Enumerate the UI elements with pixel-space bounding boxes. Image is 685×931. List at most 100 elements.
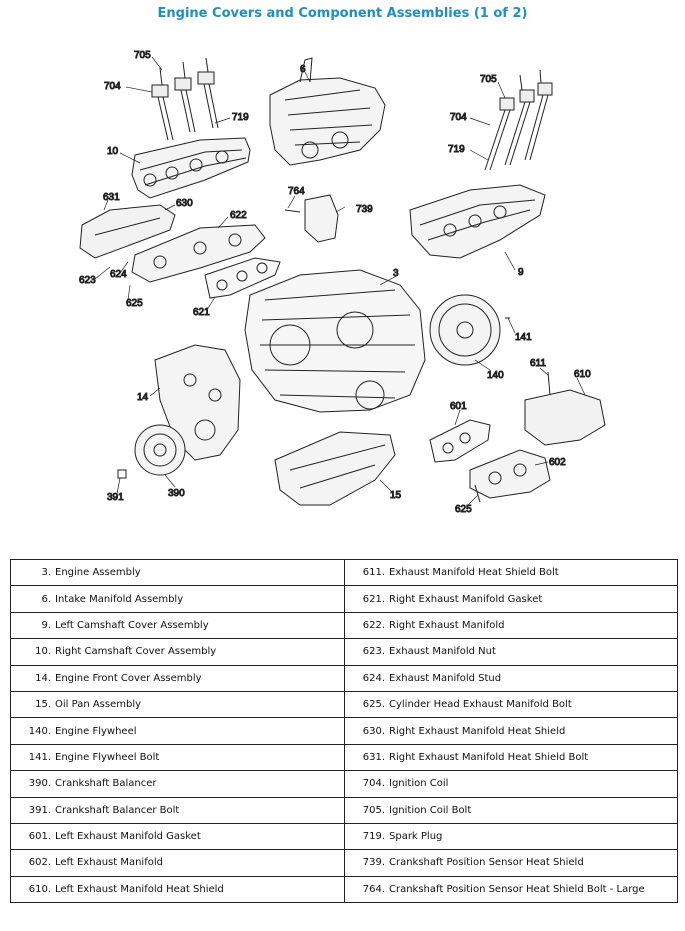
legend-cell: 9. Left Camshaft Cover Assembly <box>10 611 345 640</box>
callout: 622 <box>230 210 247 221</box>
exploded-engine-diagram: 705 704 719 10 6 705 704 719 9 631 630 6… <box>79 50 606 516</box>
legend-cell: 739.Crankshaft Position Sensor Heat Shie… <box>344 849 678 877</box>
callout: 141 <box>515 332 532 343</box>
part-number: 15. <box>35 699 51 711</box>
callout: 704 <box>104 81 121 92</box>
callout: 621 <box>193 307 210 318</box>
engine-flywheel-drawing <box>429 294 510 366</box>
legend-cell: 6. Intake Manifold Assembly <box>10 585 345 613</box>
part-number: 6. <box>41 593 51 605</box>
callout: 625 <box>126 298 143 309</box>
callout: 6 <box>300 64 306 75</box>
parts-legend-table: 3.Engine Assembly 611. Exhaust Manifold He… <box>10 558 678 904</box>
part-name: Crankshaft Balancer <box>55 778 157 790</box>
part-name: Engine Assembly <box>55 567 141 579</box>
part-number: 624. <box>362 672 385 684</box>
legend-cell: 630.Right Exhaust Manifold Heat Shield <box>344 717 678 745</box>
callout: 764 <box>288 186 305 197</box>
part-name: Right Exhaust Manifold <box>389 619 505 631</box>
legend-row: 9. Left Camshaft Cover Assembly 622. Right … <box>10 611 678 640</box>
callout: 15 <box>390 490 402 501</box>
legend-cell: 601. Left Exhaust Manifold Gasket <box>10 822 345 851</box>
part-number: 602. <box>28 857 51 869</box>
callout: 739 <box>356 204 373 215</box>
part-name: Exhaust Manifold Nut <box>389 646 496 658</box>
right-ignition-coils-drawing <box>151 57 219 141</box>
legend-cell: 390. Crankshaft Balancer <box>10 770 345 798</box>
part-number: 622. <box>362 619 385 631</box>
part-number: 141. <box>28 751 51 763</box>
callout: 14 <box>137 392 149 403</box>
right-exhaust-gasket-drawing <box>204 257 281 299</box>
legend-row: 610. Left Exhaust Manifold Heat Shield 764… <box>10 875 678 904</box>
left-ignition-coils-drawing <box>484 69 553 171</box>
part-name: Exhaust Manifold Stud <box>389 672 502 684</box>
part-name: Crankshaft Balancer Bolt <box>55 804 180 816</box>
part-number: 9. <box>41 619 51 631</box>
part-number: 390. <box>28 778 51 790</box>
callout: 9 <box>518 267 524 278</box>
part-number: 630. <box>362 725 385 737</box>
callout: 140 <box>487 370 504 381</box>
legend-cell: 391.Crankshaft Balancer Bolt <box>10 796 345 824</box>
legend-row: 391.Crankshaft Balancer Bolt 705. Ignition… <box>10 796 678 824</box>
part-name: Left Exhaust Manifold Heat Shield <box>55 883 224 895</box>
callout: 631 <box>103 192 120 203</box>
legend-cell: 719. Spark Plug <box>344 822 678 851</box>
callout: 705 <box>134 50 151 61</box>
part-number: 140. <box>28 725 51 737</box>
part-name: Crankshaft Position Sensor Heat Shield B… <box>389 883 645 895</box>
legend-cell: 3.Engine Assembly <box>10 558 345 587</box>
part-name: Right Camshaft Cover Assembly <box>55 646 217 658</box>
part-name: Left Exhaust Manifold Gasket <box>55 831 201 843</box>
crankshaft-balancer-drawing <box>117 424 186 479</box>
legend-cell: 625.Cylinder Head Exhaust Manifold Bolt <box>344 690 678 719</box>
part-name: Ignition Coil Bolt <box>389 804 472 816</box>
part-number: 704. <box>362 778 385 790</box>
crankshaft-sensor-heat-shield-drawing <box>284 194 339 243</box>
part-number: 611. <box>362 567 385 579</box>
callout: 624 <box>110 269 127 280</box>
right-exhaust-manifold-drawing <box>131 224 266 283</box>
legend-row: 141. Engine Flywheel Bolt 631.Right Exhaus… <box>10 743 678 772</box>
right-camshaft-cover-drawing <box>131 137 251 199</box>
part-name: Left Exhaust Manifold <box>55 857 163 869</box>
part-number: 764. <box>362 883 385 895</box>
part-number: 601. <box>28 831 51 843</box>
part-name: Ignition Coil <box>389 778 449 790</box>
part-number: 621. <box>362 593 385 605</box>
part-name: Engine Flywheel Bolt <box>55 751 160 763</box>
part-number: 719. <box>362 831 385 843</box>
oil-pan-drawing <box>274 431 396 506</box>
part-name: Exhaust Manifold Heat Shield Bolt <box>389 567 559 579</box>
callout: 623 <box>79 275 96 286</box>
callout: 10 <box>107 146 119 157</box>
part-number: 10. <box>35 646 51 658</box>
legend-cell: 764. Crankshaft Position Sensor Heat Shie… <box>344 875 678 904</box>
left-exhaust-heat-shield-drawing <box>524 371 606 446</box>
callout: 719 <box>448 144 465 155</box>
page-title: Engine Covers and Component Assemblies (… <box>157 6 528 21</box>
part-number: 610. <box>28 883 51 895</box>
part-number: 705. <box>362 804 385 816</box>
callout: 705 <box>480 74 497 85</box>
legend-cell: 140.Engine Flywheel <box>10 717 345 745</box>
left-camshaft-cover-drawing <box>409 184 546 259</box>
part-name: Intake Manifold Assembly <box>55 593 184 605</box>
legend-cell: 631.Right Exhaust Manifold Heat Shield B… <box>344 743 678 772</box>
callout: 704 <box>450 112 467 123</box>
part-number: 14. <box>35 672 51 684</box>
leader-lines <box>94 56 586 506</box>
part-name: Left Camshaft Cover Assembly <box>55 619 209 631</box>
part-number: 739. <box>362 857 385 869</box>
part-name: Spark Plug <box>389 831 443 843</box>
legend-cell: 624. Exhaust Manifold Stud <box>344 664 678 692</box>
callout: 601 <box>450 401 467 412</box>
callout: 611 <box>530 358 546 369</box>
legend-cell: 141. Engine Flywheel Bolt <box>10 743 345 772</box>
callout: 3 <box>393 268 399 279</box>
part-name: Right Exhaust Manifold Heat Shield Bolt <box>389 751 589 763</box>
